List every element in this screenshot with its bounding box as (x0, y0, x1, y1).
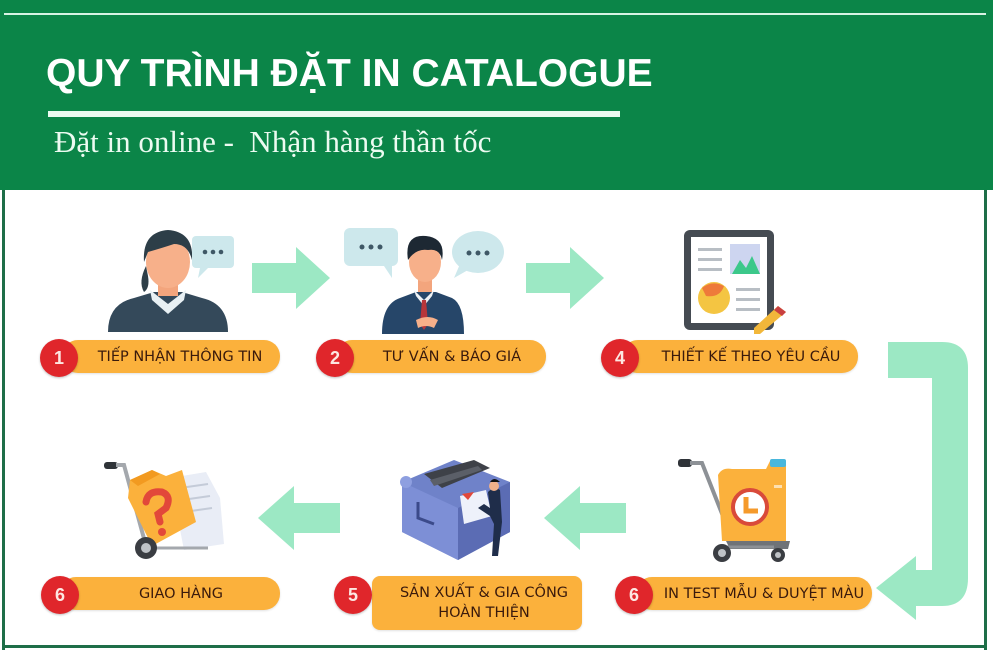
arrow-left-icon (258, 486, 340, 550)
consultant-icon (344, 228, 504, 334)
header-frame-line (4, 13, 986, 15)
step-label-pill: TƯ VẤN & BÁO GIÁ (336, 340, 546, 373)
design-document-icon (684, 230, 786, 334)
step-label: TIẾP NHẬN THÔNG TIN (97, 348, 263, 365)
header-banner (0, 14, 993, 190)
page-title: QUY TRÌNH ĐẶT IN CATALOGUE (46, 52, 653, 95)
receptionist-icon (108, 230, 234, 332)
title-underline (48, 111, 620, 117)
arrow-right-icon (526, 247, 604, 309)
arrow-right-icon (252, 247, 330, 309)
frame-bottom-border (2, 645, 987, 648)
step-label: TƯ VẤN & BÁO GIÁ (382, 348, 522, 365)
arrow-u-turn-icon (876, 342, 968, 620)
step-label: THIẾT KẾ THEO YÊU CẦU (661, 348, 841, 365)
page-subtitle: Đặt in online - Nhận hàng thần tốc (54, 124, 492, 159)
header-top-band (0, 0, 993, 14)
step-label-pill: THIẾT KẾ THEO YÊU CẦU (622, 340, 858, 373)
step-label-line-1: SẢN XUẤT & GIA CÔNG (399, 585, 569, 601)
printing-machine-icon (400, 460, 510, 560)
arrow-left-icon (544, 486, 626, 550)
step-label-pill: SẢN XUẤT & GIA CÔNG HOÀN THIỆN (372, 576, 582, 630)
step-label-pill: IN TEST MẪU & DUYỆT MÀU (636, 577, 872, 610)
step-label-line-2: HOÀN THIỆN (438, 605, 530, 621)
step-number-badge: 4 (601, 339, 639, 377)
step-number-badge: 5 (334, 576, 372, 614)
step-number-badge: 2 (316, 339, 354, 377)
step-label: IN TEST MẪU & DUYỆT MÀU (663, 585, 865, 602)
frame-left-border (2, 190, 5, 650)
frame-right-border (984, 190, 987, 650)
step-number-badge: 1 (40, 339, 78, 377)
step-label-pill: GIAO HÀNG (60, 577, 280, 610)
step-number-badge: 6 (41, 576, 79, 614)
delivery-cart-icon (104, 462, 224, 559)
step-label-pill: TIẾP NHẬN THÔNG TIN (62, 340, 280, 373)
step-label: GIAO HÀNG (138, 585, 224, 602)
step-number-badge: 6 (615, 576, 653, 614)
test-print-cart-icon (678, 459, 790, 562)
